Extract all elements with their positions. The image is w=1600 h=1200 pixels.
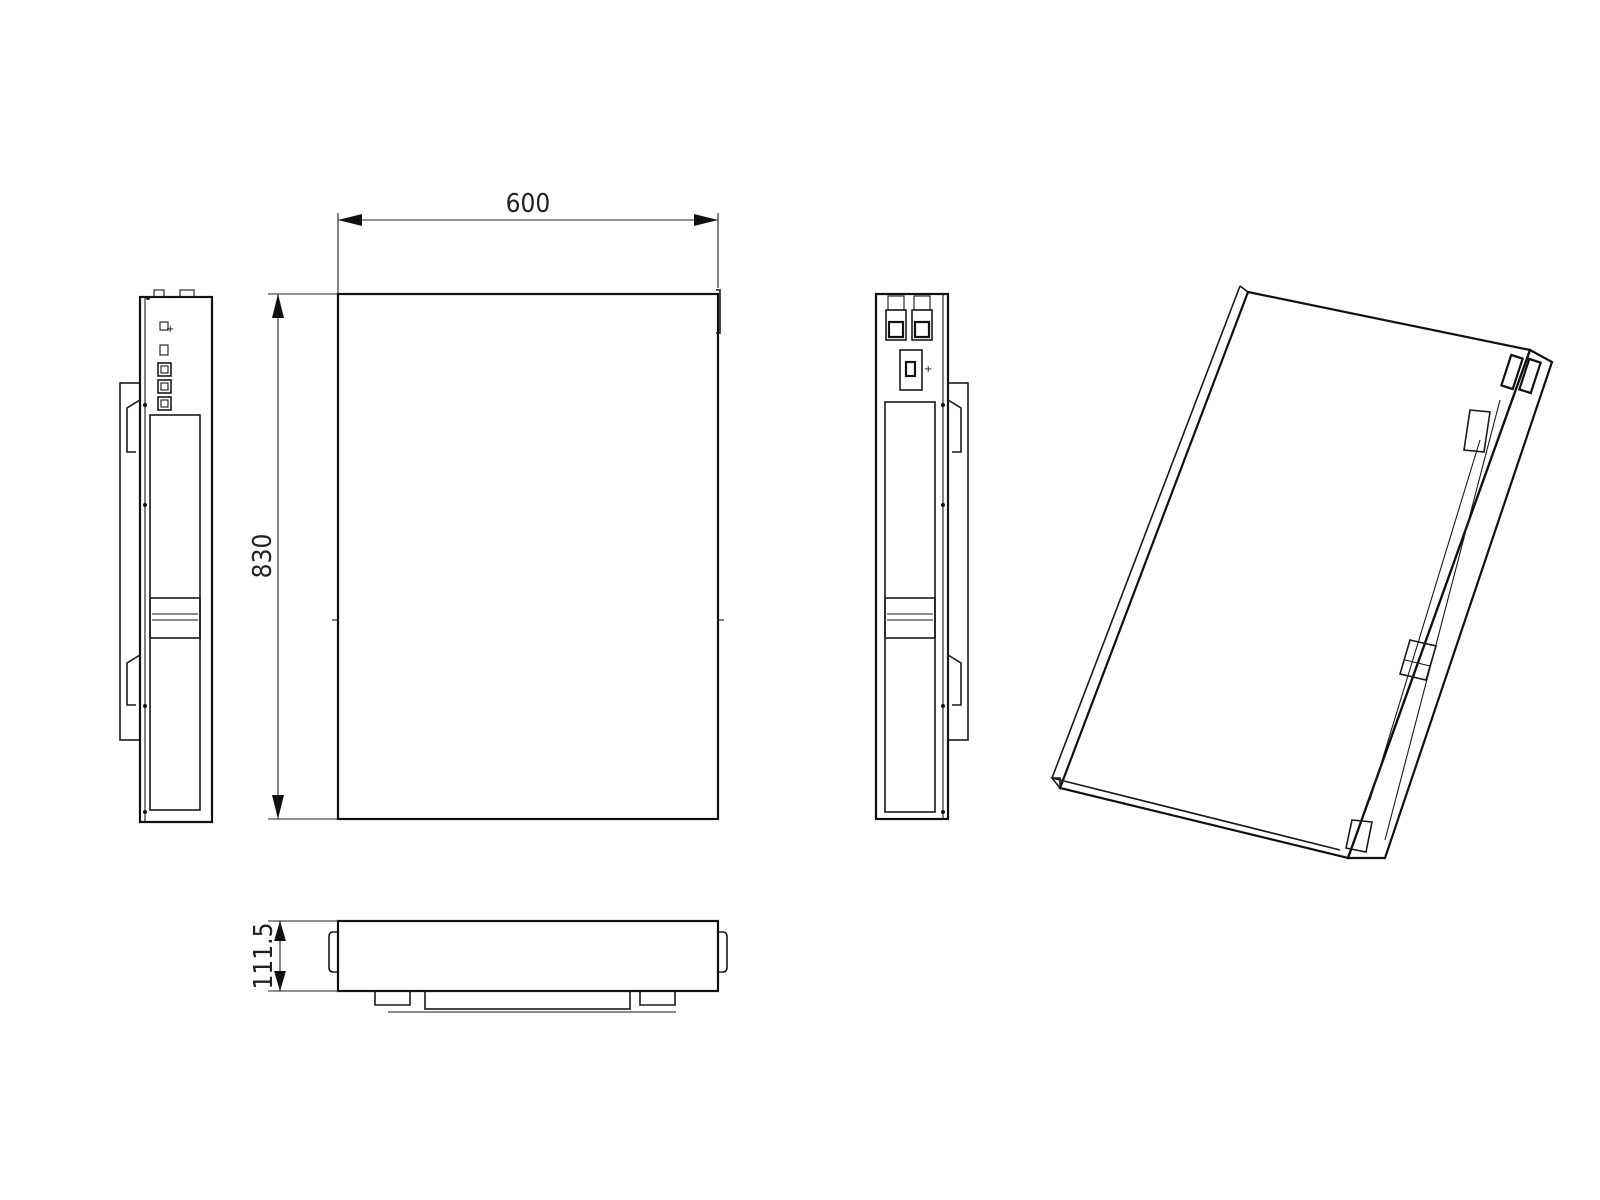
right-side-view: +: [874, 292, 969, 821]
svg-text:+: +: [166, 324, 174, 335]
depth-label: 111.5: [249, 923, 279, 990]
depth-dimension: 111.5: [249, 920, 338, 992]
width-dimension: 600: [337, 189, 719, 293]
isometric-view: [1050, 285, 1554, 860]
front-view: [332, 289, 724, 821]
width-label: 600: [506, 189, 551, 219]
left-side-view: +: [119, 289, 214, 824]
bottom-view: [328, 919, 728, 1013]
svg-text:+: +: [924, 364, 932, 375]
height-dimension: 830: [248, 293, 338, 820]
height-label: 830: [248, 534, 278, 579]
